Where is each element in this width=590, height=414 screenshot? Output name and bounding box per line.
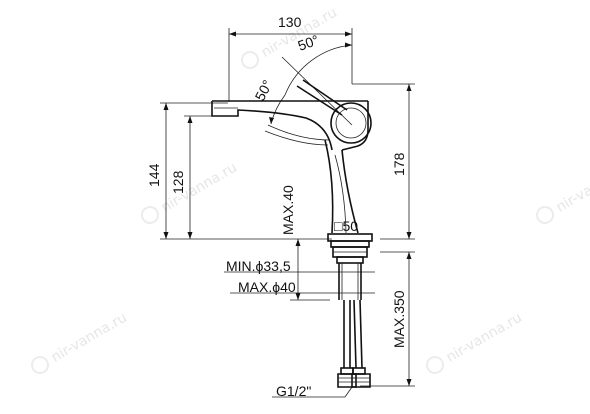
dimension-max-350: MAX.350 [360, 251, 415, 387]
watermark-text-5: nir-vanna.ru [444, 310, 525, 366]
dimension-height-144: 144 [146, 102, 332, 240]
watermark-logo-icon [536, 206, 554, 224]
faucet-body [211, 79, 372, 234]
dim-label-max-350: MAX.350 [391, 290, 407, 348]
dimension-height-178: 178 [352, 83, 415, 240]
dimension-width-130: 130 [228, 14, 353, 102]
watermark-logo-icon [141, 206, 159, 224]
dim-label-max-40: MAX.40 [280, 185, 296, 235]
dim-label-angle-left: 50° [252, 77, 276, 103]
watermark-text-4: nir-vanna.ru [49, 310, 130, 366]
dimension-max-40: MAX.40 [280, 185, 330, 301]
dimension-diameters: MIN.ϕ33,5 MAX.ϕ40 [224, 258, 375, 295]
dim-label-thread: G1/2" [276, 383, 311, 399]
handle-disc [330, 102, 372, 144]
dim-label-144: 144 [146, 163, 162, 187]
faucet-base [327, 233, 373, 300]
dim-label-178: 178 [391, 152, 407, 176]
dim-label-min-33: MIN.ϕ33,5 [226, 258, 291, 274]
dimension-thread: G1/2" [272, 383, 353, 399]
supply-hoses [337, 299, 371, 388]
watermark-layer: nir-vanna.ru nir-vanna.ru nir-vanna.ru n… [31, 5, 590, 374]
watermark-text-3: nir-vanna.ru [554, 160, 590, 216]
dim-label-max-40-dia: MAX.ϕ40 [238, 279, 296, 295]
dim-label-130: 130 [278, 14, 302, 30]
watermark-logo-icon [31, 356, 49, 374]
watermark-logo-icon [426, 356, 444, 374]
watermark-logo-icon [241, 51, 259, 69]
dim-label-128: 128 [170, 170, 186, 194]
dim-label-angle-right: 50° [296, 32, 321, 54]
